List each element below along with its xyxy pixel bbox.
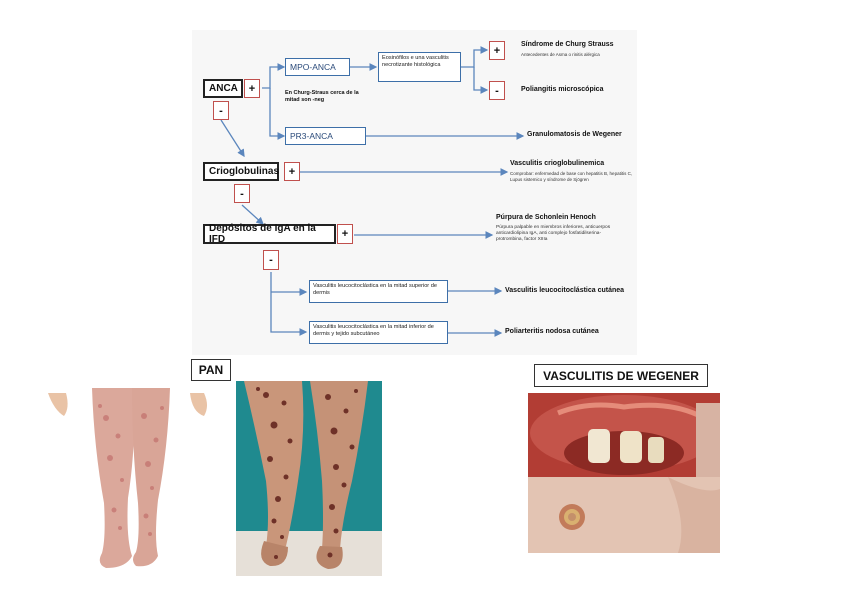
pr3-anca-box: PR3-ANCA [285,127,366,145]
minus-label: - [240,187,244,200]
churg-strauss-result: Síndrome de Churg Strauss [521,41,614,48]
churg-note: En Churg-Straus cerca de la mitad son -n… [285,90,359,104]
purpura-sub: Púrpura palpable en miembros inferiores,… [496,225,611,243]
plus-label: + [341,228,349,240]
mpo-anca-label: MPO-ANCA [290,62,336,72]
vasculitis-crio-result: Vasculitis crioglobulinemica [510,160,605,167]
wegener-label: VASCULITIS DE WEGENER [534,364,708,387]
granulomatosis-result: Granulomatosis de Wegener [527,131,622,138]
pan-legs-photo [236,381,382,576]
plus-label: + [493,44,501,57]
plus-label: + [248,82,256,95]
skin-ulcer-photo [528,477,720,553]
crioglobulinas-box: Crioglobulinas [203,162,279,181]
iga-minus: - [263,250,279,270]
eosinofilos-label: Eosinófilos e una vasculitis necrotizant… [382,55,449,68]
minus-label: - [219,104,223,117]
anca-label: ANCA [209,83,238,94]
minus-label: - [269,254,273,266]
eosinofilos-box: Eosinófilos e una vasculitis necrotizant… [378,52,461,82]
anca-plus: + [244,79,260,98]
leuco-inferior-label: Vasculitis leucocitoclástica en la mitad… [313,324,434,337]
eos-minus: - [489,81,505,100]
leuco-cutanea-result: Vasculitis leucocitoclástica cutánea [505,287,625,294]
plus-label: + [288,165,296,178]
vasculitis-crio-sub: Comprobar: enfermedad de base con hepati… [510,171,633,182]
legs-rash-photo [40,388,212,573]
poliarteritis-result: Poliarteritis nodosa cutánea [505,328,599,335]
depositos-iga-label: Depósitos de IgA en la IFD [209,223,316,245]
purpura-result: Púrpura de Schonlein Henoch [496,214,596,221]
leuco-superior-box: Vasculitis leucocitoclástica en la mitad… [309,280,448,303]
crio-plus: + [284,162,300,181]
eos-plus: + [489,41,505,60]
anca-minus: - [213,101,229,120]
anca-box: ANCA [203,79,243,98]
mpo-anca-box: MPO-ANCA [285,58,350,76]
iga-plus: + [337,224,353,244]
crio-minus: - [234,184,250,203]
pan-label: PAN [191,359,231,381]
poliangitis-result: Poliangitis microscópica [521,86,604,93]
minus-label: - [495,84,499,97]
leuco-superior-label: Vasculitis leucocitoclástica en la mitad… [313,283,437,296]
churg-strauss-sub: Antecedentes de Asma o rinitis alérgica [521,52,600,57]
leuco-inferior-box: Vasculitis leucocitoclástica en la mitad… [309,321,448,344]
depositos-iga-box: Depósitos de IgA en la IFD [203,223,336,245]
crioglobulinas-label: Crioglobulinas [209,166,279,177]
pr3-anca-label: PR3-ANCA [290,131,333,141]
oral-lesion-photo [528,393,720,477]
